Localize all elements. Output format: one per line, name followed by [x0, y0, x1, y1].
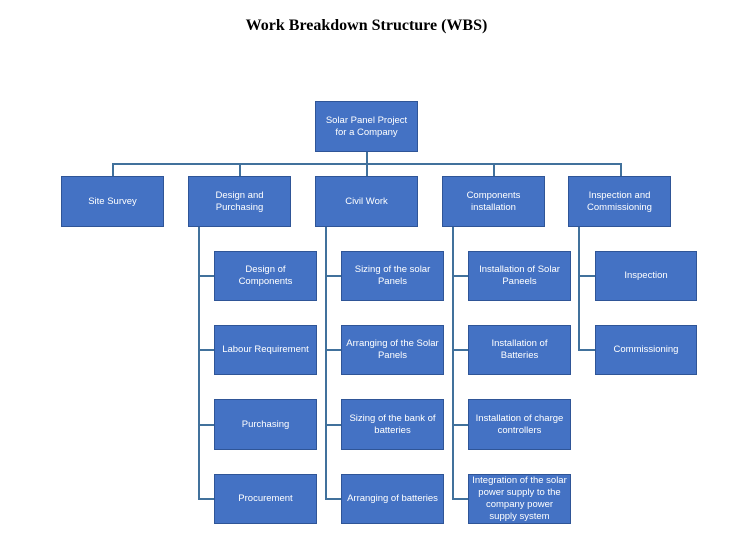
node-inspection: Inspection	[595, 251, 697, 301]
design-branch	[198, 275, 214, 277]
node-installation-charge-controllers: Installation of charge controllers	[468, 399, 571, 450]
drop-components	[493, 163, 495, 177]
components-branch	[452, 498, 468, 500]
components-branch	[452, 275, 468, 277]
node-components-installation: Components installation	[442, 176, 545, 227]
design-branch	[198, 424, 214, 426]
root-node: Solar Panel Project for a Company	[315, 101, 418, 152]
components-branch	[452, 424, 468, 426]
node-design-purchasing: Design and Purchasing	[188, 176, 291, 227]
civil-branch	[325, 424, 341, 426]
design-branch	[198, 349, 214, 351]
node-installation-solar-panels: Installation of Solar Paneels	[468, 251, 571, 301]
node-arranging-batteries: Arranging of batteries	[341, 474, 444, 524]
civil-spine	[325, 227, 327, 499]
node-design-of-components: Design of Components	[214, 251, 317, 301]
root-connector	[366, 152, 368, 164]
components-spine	[452, 227, 454, 499]
components-branch	[452, 349, 468, 351]
inspection-branch	[578, 349, 595, 351]
node-inspection-commissioning: Inspection and Commissioning	[568, 176, 671, 227]
drop-inspection	[620, 163, 622, 177]
node-integration-power-supply: Integration of the solar power supply to…	[468, 474, 571, 524]
node-installation-batteries: Installation of Batteries	[468, 325, 571, 375]
node-procurement: Procurement	[214, 474, 317, 524]
node-labour-requirement: Labour Requirement	[214, 325, 317, 375]
design-branch	[198, 498, 214, 500]
page-title: Work Breakdown Structure (WBS)	[245, 17, 488, 34]
node-civil-work: Civil Work	[315, 176, 418, 227]
node-sizing-solar-panels: Sizing of the solar Panels	[341, 251, 444, 301]
drop-civil	[366, 163, 368, 177]
node-arranging-solar-panels: Arranging of the Solar Panels	[341, 325, 444, 375]
inspection-spine	[578, 227, 580, 350]
node-site-survey: Site Survey	[61, 176, 164, 227]
drop-site-survey	[112, 163, 114, 177]
civil-branch	[325, 275, 341, 277]
node-purchasing: Purchasing	[214, 399, 317, 450]
civil-branch	[325, 349, 341, 351]
node-sizing-bank-batteries: Sizing of the bank of batteries	[341, 399, 444, 450]
drop-design	[239, 163, 241, 177]
inspection-branch	[578, 275, 595, 277]
civil-branch	[325, 498, 341, 500]
node-commissioning: Commissioning	[595, 325, 697, 375]
design-spine	[198, 227, 200, 499]
